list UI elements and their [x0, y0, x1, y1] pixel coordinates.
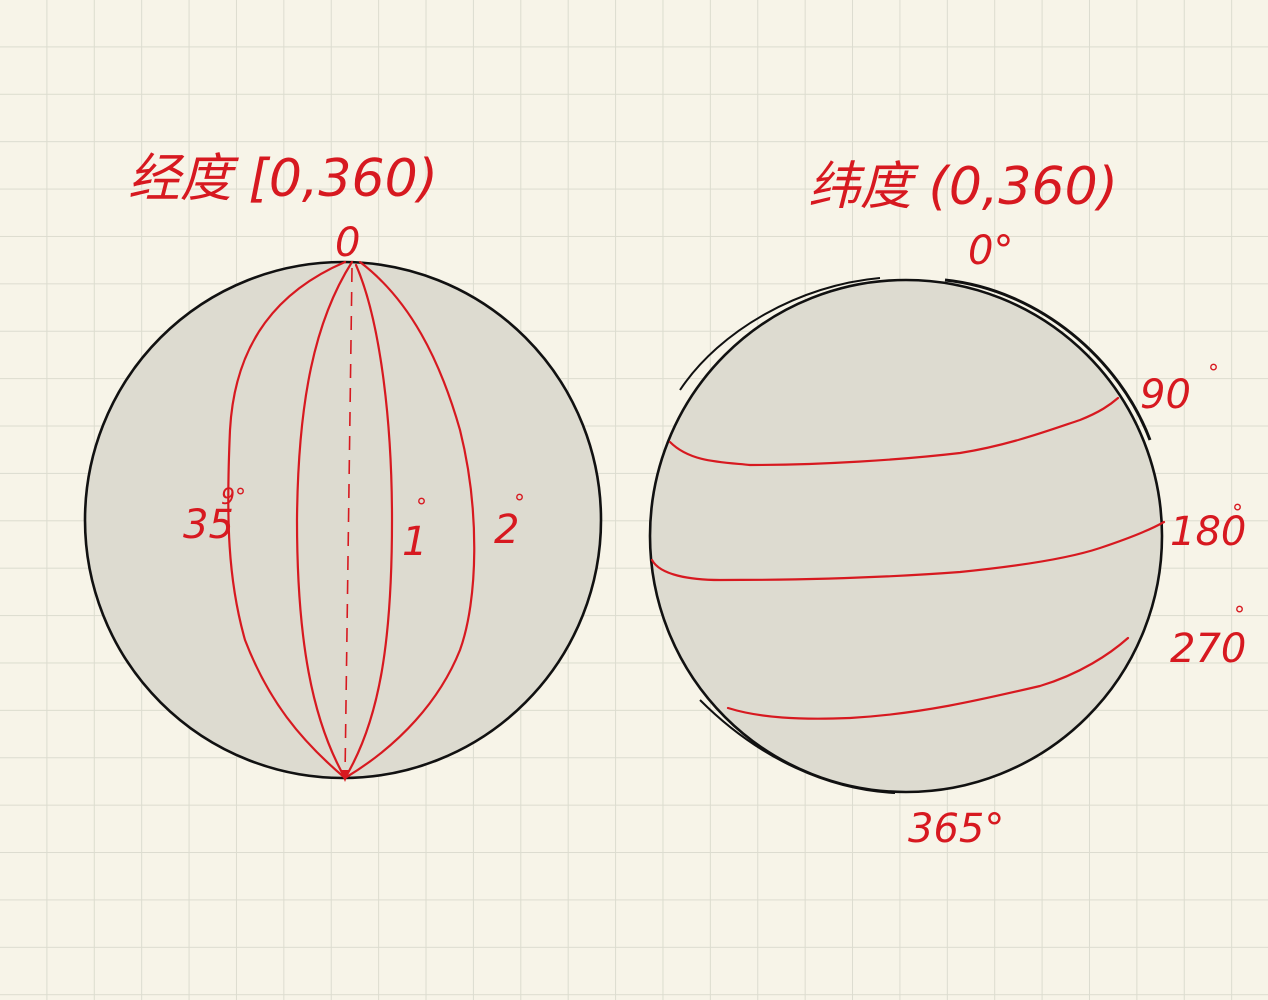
latitude-bottom-label: 365°	[908, 806, 1004, 852]
latitude-label-90-num: 90	[1140, 372, 1191, 418]
latitude-label-90-deg: °	[1208, 361, 1219, 386]
longitude-label-1: 1 °	[402, 495, 427, 565]
meridian-359	[227, 260, 347, 780]
longitude-globe	[83, 260, 603, 780]
latitude-top-label: 0°	[968, 228, 1013, 274]
latitude-diagram	[648, 277, 1166, 794]
latitude-label-270-deg: °	[1234, 603, 1245, 628]
longitude-title: 经度 [0,360)	[128, 149, 438, 209]
meridian-2	[343, 260, 476, 780]
longitude-label-359-num: 35	[183, 502, 234, 548]
parallel-180	[650, 520, 1166, 582]
globe-overdraw-right	[944, 278, 1152, 441]
south-pole-mark	[340, 770, 350, 782]
meridian-1	[343, 263, 394, 780]
latitude-label-180-num: 180	[1170, 509, 1246, 555]
latitude-label-180-deg: °	[1232, 501, 1243, 526]
longitude-label-2-deg: °	[514, 491, 525, 516]
latitude-label-90: 90 °	[1140, 361, 1219, 418]
longitude-top-label: 0	[335, 220, 360, 266]
parallel-90	[668, 396, 1120, 467]
longitude-label-359: 35 9°	[183, 485, 246, 548]
longitude-diagram	[83, 260, 603, 782]
globe-overdraw-top	[679, 277, 881, 391]
longitude-label-2: 2 °	[494, 491, 525, 553]
latitude-label-270-num: 270	[1170, 626, 1246, 672]
meridian-dashed-axis	[344, 267, 353, 777]
longitude-label-359-deg: 9°	[221, 485, 246, 510]
latitude-title: 纬度 (0,360)	[808, 157, 1118, 217]
parallel-270	[726, 636, 1130, 720]
latitude-label-180: 180 °	[1170, 501, 1246, 555]
globe-overdraw-bottom	[699, 699, 896, 794]
latitude-globe	[648, 278, 1164, 794]
latitude-label-270: 270 °	[1170, 603, 1246, 672]
longitude-label-1-deg: °	[416, 495, 427, 520]
meridian-0-left	[295, 260, 354, 780]
longitude-label-1-num: 1	[402, 519, 427, 565]
longitude-label-2-num: 2	[494, 507, 519, 553]
